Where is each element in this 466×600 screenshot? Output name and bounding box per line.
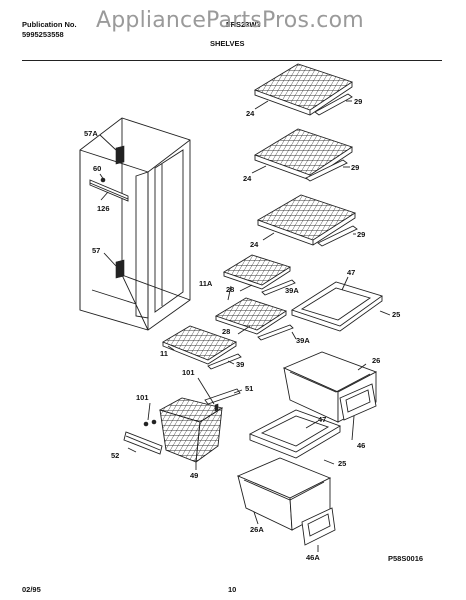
shelf-24-top: [253, 63, 354, 116]
shelf-28-lower: [214, 297, 294, 341]
model-number: FRS23W3: [226, 20, 261, 29]
part-label-46a: 46A: [306, 553, 320, 562]
part-label-29: 29: [354, 97, 363, 106]
part-label-25: 25: [338, 459, 347, 468]
part-label-126: 126: [97, 204, 110, 213]
crisper-front-46a: [301, 507, 336, 546]
part-label-51: 51: [245, 384, 254, 393]
part-label-24: 24: [243, 174, 252, 183]
publication-number: 5995253558: [22, 30, 64, 39]
glass-shelf-25-upper: [290, 281, 384, 332]
part-label-57a: 57A: [84, 129, 98, 138]
part-label-24: 24: [246, 109, 255, 118]
part-label-60: 60: [93, 164, 102, 173]
shelf-28-upper: [222, 254, 296, 296]
screw-101: [143, 421, 149, 427]
part-label-24: 24: [250, 240, 259, 249]
crisper-drawer-26a: [236, 457, 332, 531]
wire-basket-49: [158, 397, 224, 463]
footer-date: 02/95: [22, 585, 41, 594]
part-label-25: 25: [392, 310, 401, 319]
part-label-28: 28: [226, 285, 235, 294]
glass-shelf-25-lower: [248, 409, 342, 459]
cabinet: [79, 117, 191, 331]
part-label-11: 11: [160, 349, 168, 358]
shelf-rail-126: [89, 177, 129, 202]
part-label-39a: 39A: [296, 336, 310, 345]
part-label-29: 29: [351, 163, 360, 172]
crisper-front-46: [339, 383, 377, 421]
part-label-46: 46: [357, 441, 366, 450]
figure-code: P58S0016: [388, 554, 424, 563]
watermark: AppliancePartsPros.com: [96, 8, 364, 33]
part-label-26: 26: [372, 356, 381, 365]
shelf-24-second: [253, 128, 354, 182]
shelf-24-third: [256, 194, 358, 247]
part-label-39: 39: [236, 360, 245, 369]
part-label-47: 47: [347, 268, 356, 277]
section-title: SHELVES: [210, 39, 245, 48]
leader-lines: [99, 100, 391, 552]
part-label-57: 57: [92, 246, 101, 255]
page-number: 10: [228, 585, 237, 594]
bracket-52: [123, 431, 163, 455]
header-rule: [22, 60, 442, 61]
part-label-39a: 39A: [285, 286, 299, 295]
part-label-101: 101: [182, 368, 195, 377]
part-label-29: 29: [357, 230, 366, 239]
screw-101b: [151, 419, 157, 425]
publication-label: Publication No.: [22, 20, 77, 29]
part-label-49: 49: [190, 471, 199, 480]
part-label-101: 101: [136, 393, 149, 402]
part-label-28: 28: [222, 327, 231, 336]
part-label-26a: 26A: [250, 525, 264, 534]
part-label-47: 47: [318, 415, 327, 424]
part-label-11a: 11A: [199, 279, 213, 288]
shelf-11: [161, 325, 242, 370]
part-label-52: 52: [111, 451, 120, 460]
